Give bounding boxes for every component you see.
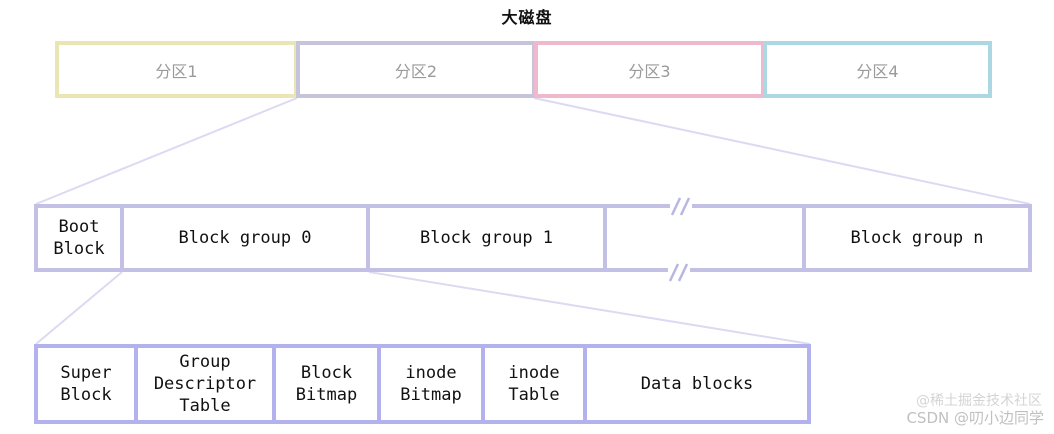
block-bitmap-label: Block Bitmap: [295, 363, 358, 405]
group-descriptor-table-label: Group Descriptor Table: [153, 352, 257, 416]
break-mark-top: [670, 196, 692, 216]
partition-1: 分区1: [55, 41, 298, 98]
partition-1-label: 分区1: [155, 61, 198, 81]
inode-table: inode Table: [481, 344, 587, 424]
inode-bitmap: inode Bitmap: [377, 344, 485, 424]
block-group-ellipsis: [603, 204, 806, 272]
partition-3: 分区3: [534, 41, 765, 98]
data-blocks: Data blocks: [583, 344, 811, 424]
partition-2: 分区2: [296, 41, 536, 98]
block-bitmap: Block Bitmap: [272, 344, 381, 424]
disk-layout-row: Boot Block Block group 0 Block group 1 B…: [34, 204, 1032, 272]
zoom-line-right-bottom: [368, 271, 811, 345]
super-block-label: Super Block: [60, 363, 112, 405]
zoom-line-left-bottom: [35, 271, 123, 345]
block-group-layout-row: Super Block Group Descriptor Table Block…: [34, 344, 811, 424]
diagram-title: 大磁盘: [501, 8, 553, 27]
partition-4-label: 分区4: [856, 61, 899, 81]
block-group-n: Block group n: [802, 204, 1032, 272]
super-block: Super Block: [34, 344, 138, 424]
watermark-juejin: @稀土掘金技术社区: [916, 393, 1042, 409]
boot-block-label: Boot Block: [53, 217, 105, 259]
block-group-0-label: Block group 0: [178, 228, 312, 248]
break-mark-bottom: [668, 262, 690, 282]
partition-2-label: 分区2: [394, 61, 438, 81]
inode-table-label: inode Table: [508, 363, 560, 405]
zoom-line-left-top: [35, 97, 298, 205]
inode-bitmap-label: inode Bitmap: [400, 363, 462, 405]
boot-block: Boot Block: [34, 204, 124, 272]
data-blocks-label: Data blocks: [640, 374, 754, 394]
partition-3-label: 分区3: [628, 61, 671, 81]
partition-4: 分区4: [763, 41, 992, 98]
group-descriptor-table: Group Descriptor Table: [134, 344, 276, 424]
partition-row: 分区1 分区2 分区3 分区4: [55, 41, 992, 98]
block-group-1-label: Block group 1: [419, 228, 554, 248]
block-group-n-label: Block group n: [850, 228, 984, 248]
zoom-line-right-top: [533, 97, 1031, 205]
watermark-csdn: CSDN @叨小边同学: [906, 409, 1044, 427]
